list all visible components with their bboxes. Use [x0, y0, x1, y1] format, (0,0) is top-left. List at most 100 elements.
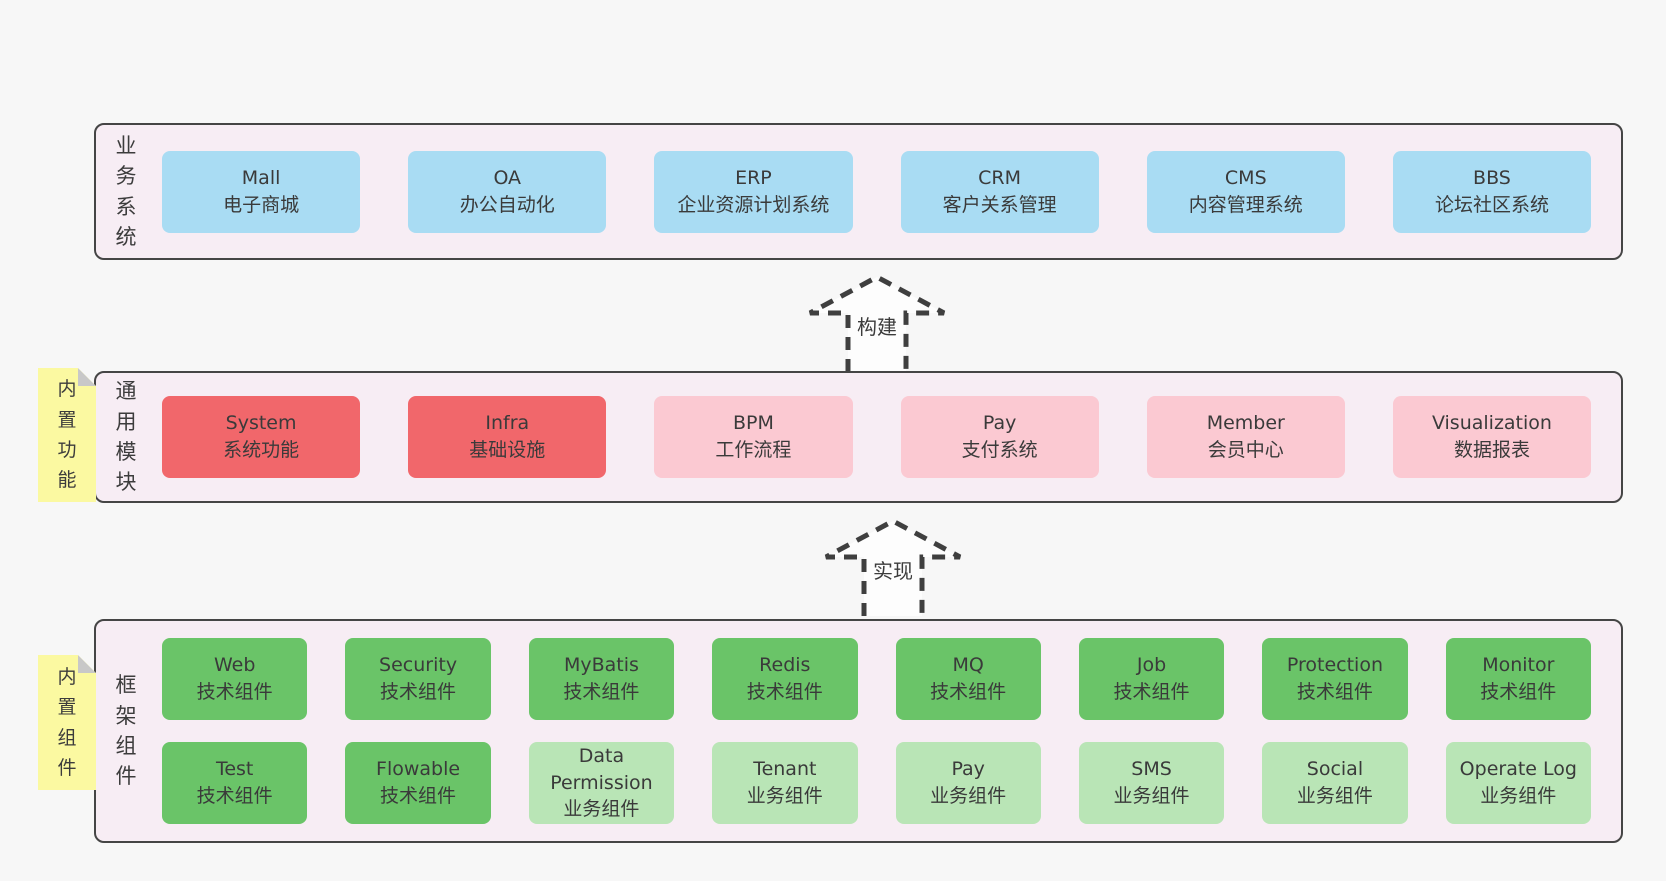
modules-box-row: System 系统功能 Infra 基础设施 BPM 工作流程 Pay 支付系统… [162, 396, 1592, 478]
box-mall: Mall 电子商城 [162, 150, 361, 233]
layer-label-modules: 通用模块 [115, 379, 137, 495]
box-security: Security 技术组件 [345, 638, 491, 720]
box-title: CRM [978, 166, 1022, 189]
box-visualization: Visualization 数据报表 [1392, 396, 1592, 478]
box-title: BBS [1473, 166, 1511, 189]
box-job: Job 技术组件 [1078, 638, 1225, 720]
box-sms: SMS 业务组件 [1078, 742, 1225, 824]
box-bbs: BBS 论坛社区系统 [1392, 150, 1592, 233]
box-title: System [225, 412, 297, 435]
box-cms: CMS 内容管理系统 [1146, 150, 1345, 233]
box-title: Tenant [753, 758, 817, 781]
framework-box-row-1: Web 技术组件 Security 技术组件 MyBatis 技术组件 Redi… [162, 638, 1591, 720]
box-title: Flowable [376, 758, 461, 781]
implement-arrow: 实现 [823, 516, 963, 616]
box-erp: ERP 企业资源计划系统 [654, 150, 853, 233]
box-subtitle: 技术组件 [380, 785, 457, 807]
box-title: CMS [1224, 166, 1267, 189]
framework-rows: Web 技术组件 Security 技术组件 MyBatis 技术组件 Redi… [162, 638, 1591, 824]
box-title: Pay [982, 412, 1017, 435]
box-title: MQ [952, 654, 984, 677]
box-subtitle: 办公自动化 [459, 193, 555, 216]
box-subtitle: 业务组件 [746, 785, 823, 807]
layer-common-modules: 通用模块 System 系统功能 Infra 基础设施 BPM 工作流程 Pay… [94, 371, 1623, 503]
box-title: Security [379, 654, 458, 677]
box-system: System 系统功能 [162, 396, 361, 478]
box-title: Test [215, 758, 254, 781]
box-title: BPM [732, 412, 774, 435]
box-subtitle: 技术组件 [196, 681, 273, 703]
layer-label-framework: 框架组件 [115, 673, 137, 789]
box-title: OA [493, 166, 522, 189]
note-text: 内置组件 [57, 665, 77, 779]
box-title: Social [1306, 758, 1364, 781]
box-protection: Protection 技术组件 [1262, 638, 1408, 720]
box-title: Redis [759, 654, 811, 677]
box-subtitle: 技术组件 [1480, 681, 1557, 703]
box-subtitle: 会员中心 [1207, 439, 1284, 461]
box-subtitle: 业务组件 [1113, 785, 1190, 807]
box-subtitle: 业务组件 [1296, 785, 1373, 807]
box-subtitle: 技术组件 [380, 681, 457, 703]
box-subtitle: 技术组件 [563, 681, 640, 703]
box-title: ERP [735, 166, 772, 189]
box-crm: CRM 客户关系管理 [900, 150, 1099, 233]
box-title: Operate Log [1459, 758, 1577, 781]
box-subtitle: 业务组件 [930, 785, 1007, 807]
box-test: Test 技术组件 [162, 742, 308, 824]
box-subtitle: 技术组件 [1296, 681, 1373, 703]
box-subtitle: 数据报表 [1453, 439, 1530, 461]
box-subtitle: 技术组件 [1113, 681, 1190, 703]
box-redis: Redis 技术组件 [712, 638, 858, 720]
sticky-note-built-in-components: 内置组件 [38, 655, 96, 790]
box-title: Protection [1286, 654, 1383, 677]
box-title: Pay [951, 758, 985, 781]
box-infra: Infra 基础设施 [408, 396, 607, 478]
box-subtitle: 论坛社区系统 [1434, 193, 1549, 216]
box-subtitle: 工作流程 [715, 439, 792, 461]
box-subtitle: 技术组件 [746, 681, 823, 703]
box-operate-log: Operate Log 业务组件 [1445, 742, 1591, 824]
box-title: Infra [485, 412, 530, 435]
box-title: Monitor [1482, 654, 1555, 677]
box-subtitle: 内容管理系统 [1188, 193, 1303, 216]
box-subtitle: 系统功能 [223, 439, 300, 461]
box-oa: OA 办公自动化 [408, 150, 607, 233]
box-mq: MQ 技术组件 [895, 638, 1041, 720]
box-web: Web 技术组件 [162, 638, 308, 720]
box-subtitle: 电子商城 [223, 193, 300, 216]
box-flowable: Flowable 技术组件 [345, 742, 491, 824]
box-mybatis: MyBatis 技术组件 [528, 638, 675, 720]
box-title: Visualization [1431, 412, 1552, 435]
sticky-note-built-in-functions: 内置功能 [38, 368, 96, 502]
note-text: 内置功能 [57, 378, 77, 492]
box-title: SMS [1131, 758, 1172, 781]
box-monitor: Monitor 技术组件 [1445, 638, 1591, 720]
box-subtitle: 客户关系管理 [942, 193, 1057, 216]
box-subtitle: 基础设施 [469, 439, 546, 461]
box-title: MyBatis [563, 654, 639, 677]
box-title: Job [1136, 654, 1167, 677]
build-arrow-label: 构建 [854, 310, 900, 341]
box-tenant: Tenant 业务组件 [712, 742, 858, 824]
box-subtitle: 业务组件 [563, 798, 640, 821]
box-pay-component: Pay 业务组件 [895, 742, 1041, 824]
box-bpm: BPM 工作流程 [654, 396, 853, 478]
box-pay: Pay 支付系统 [900, 396, 1099, 478]
box-subtitle: 技术组件 [930, 681, 1007, 703]
box-member: Member 会员中心 [1146, 396, 1345, 478]
box-subtitle: 企业资源计划系统 [677, 193, 830, 216]
layer-business-systems: 业务系统 Mall 电子商城 OA 办公自动化 ERP 企业资源计划系统 CRM… [94, 123, 1623, 260]
box-title: Web [213, 654, 256, 677]
implement-arrow-label: 实现 [870, 554, 916, 585]
layer-framework-components: 框架组件 Web 技术组件 Security 技术组件 MyBatis 技术组件… [94, 619, 1623, 843]
box-subtitle: 支付系统 [961, 439, 1038, 461]
box-title: Mall [241, 166, 281, 189]
box-social: Social 业务组件 [1262, 742, 1408, 824]
box-subtitle: 业务组件 [1480, 785, 1557, 807]
box-subtitle: 技术组件 [196, 785, 273, 807]
box-title: Member [1206, 412, 1285, 435]
business-box-row: Mall 电子商城 OA 办公自动化 ERP 企业资源计划系统 CRM 客户关系… [162, 150, 1592, 233]
box-data-permission: Data Permission 业务组件 [528, 742, 675, 824]
